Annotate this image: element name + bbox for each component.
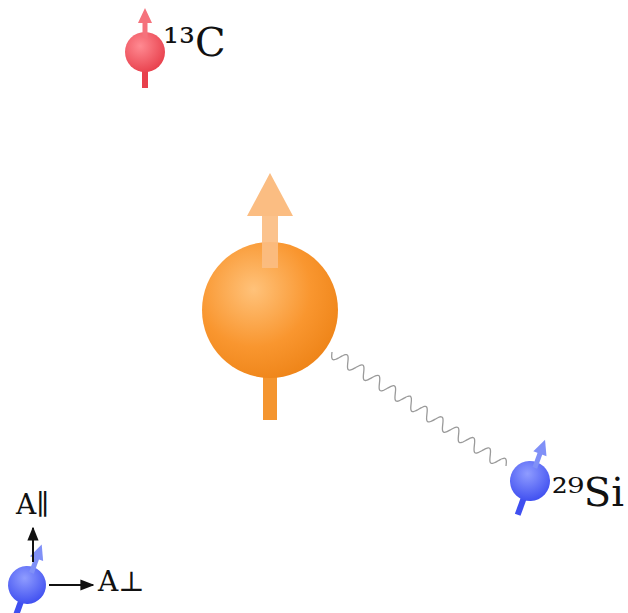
electron-arrow-shaft <box>262 212 278 268</box>
spin-ball <box>504 455 555 506</box>
axis-arrow <box>49 584 93 586</box>
nucleus-name: ¹³C <box>163 20 226 64</box>
carbon-spin <box>125 8 165 88</box>
spin-label: ²⁹Si <box>552 470 624 514</box>
spin-arrow-head <box>533 437 551 456</box>
nucleus-name: ²⁹Si <box>552 470 624 514</box>
hyperfine-component: A⊥ <box>98 567 145 598</box>
electron-arrow-head <box>247 173 293 216</box>
axis-arrow <box>32 528 34 562</box>
coupling-wave <box>332 352 507 466</box>
hyperfine-component: A∥ <box>16 490 49 521</box>
example-spin <box>0 538 60 613</box>
spin-label: ¹³C <box>163 20 226 64</box>
spin-ball <box>3 561 52 610</box>
spin-arrow-head <box>138 8 152 23</box>
